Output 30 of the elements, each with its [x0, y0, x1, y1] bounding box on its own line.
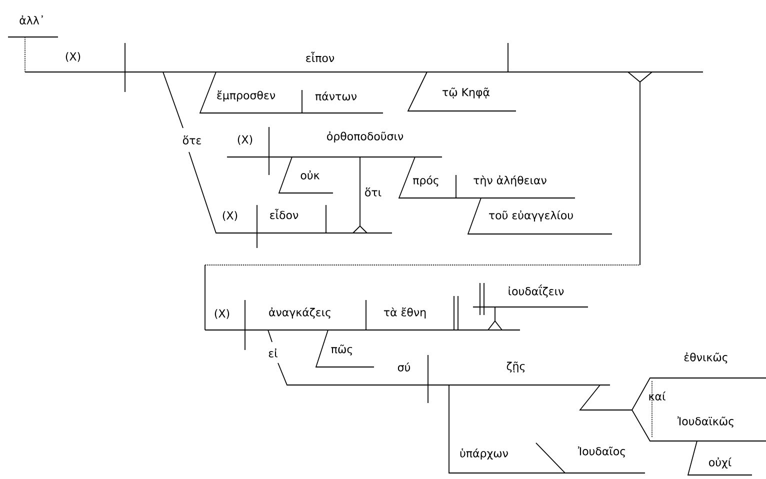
word-label: εἰ — [268, 348, 278, 358]
word-label: (X) — [66, 52, 80, 62]
word-label: καί — [649, 392, 666, 400]
word-label: ὅτε — [182, 136, 201, 144]
word-label: τῷ Κηφᾷ — [442, 88, 490, 98]
word-label: εἶδον — [270, 208, 298, 220]
word-label: οὐχί — [709, 457, 732, 469]
word-label: ζῇς — [506, 362, 525, 372]
word-label: τὰ ἔθνη — [384, 307, 426, 319]
word-label: ἰουδαΐζειν — [508, 284, 564, 298]
word-label: Ἰουδαῖος — [578, 446, 625, 458]
word-label: τὴν ἀλήθειαν — [474, 175, 546, 187]
word-label: πῶς — [331, 344, 352, 356]
word-label: (X) — [238, 135, 252, 145]
word-label: (X) — [222, 211, 238, 221]
word-label: ἀναγκάζεις — [269, 307, 330, 319]
word-label: ὑπάρχων — [460, 448, 508, 460]
word-label: πρός — [413, 175, 438, 187]
word-label: ὅτι — [365, 188, 382, 196]
word-label: τοῦ εὐαγγελίου — [489, 210, 573, 222]
word-label: οὐκ — [300, 170, 320, 180]
word-label: (X) — [214, 309, 230, 319]
word-label: εἶπον — [306, 52, 334, 62]
word-label: σύ — [398, 362, 410, 372]
word-label: ἔμπροσθεν — [217, 90, 276, 102]
word-label: ἐθνικῶς — [684, 352, 728, 364]
word-label: πάντων — [315, 92, 356, 100]
word-label: Ἰουδαϊκῶς — [677, 416, 734, 428]
word-label: ὀρθοποδοῦσιν — [327, 131, 404, 143]
word-label: ἀλλ᾽ — [20, 16, 43, 24]
